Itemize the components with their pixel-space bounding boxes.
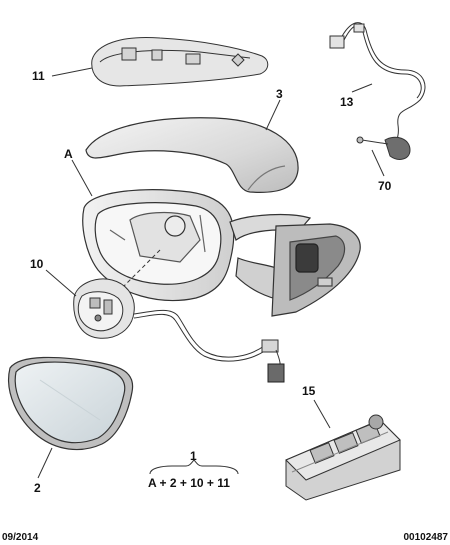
- leader-15: [313, 399, 331, 429]
- screw-part: [356, 136, 389, 145]
- mirror-motor-part: [73, 278, 285, 383]
- mirror-housing-part: [82, 189, 361, 317]
- callout-11: 11: [32, 69, 45, 83]
- callout-2: 2: [34, 481, 41, 495]
- callout-1: 1: [190, 449, 197, 463]
- leader-3: [265, 99, 281, 131]
- callout-15: 15: [302, 384, 316, 398]
- wiring-harness-part: [329, 22, 426, 160]
- mirror-switch-part: [285, 414, 401, 501]
- callout-A: A: [64, 147, 73, 161]
- leader-70: [371, 149, 385, 177]
- mirror-glass-part: [8, 356, 134, 451]
- callout-3: 3: [276, 87, 283, 101]
- leader-11: [51, 67, 93, 77]
- leader-10: [45, 269, 77, 297]
- callout-10: 10: [30, 257, 44, 271]
- indicator-trim-part: [91, 36, 269, 87]
- assembly-bracket: [149, 459, 239, 475]
- leader-13: [351, 83, 373, 93]
- mirror-cap-part: [85, 117, 299, 193]
- footer-date: 09/2014: [2, 532, 39, 543]
- callout-70: 70: [378, 179, 392, 193]
- footer-reference: 00102487: [403, 532, 449, 543]
- leader-2: [37, 447, 53, 479]
- assembly-formula: A + 2 + 10 + 11: [148, 476, 230, 490]
- callout-13: 13: [340, 95, 354, 109]
- leader-A: [71, 159, 93, 197]
